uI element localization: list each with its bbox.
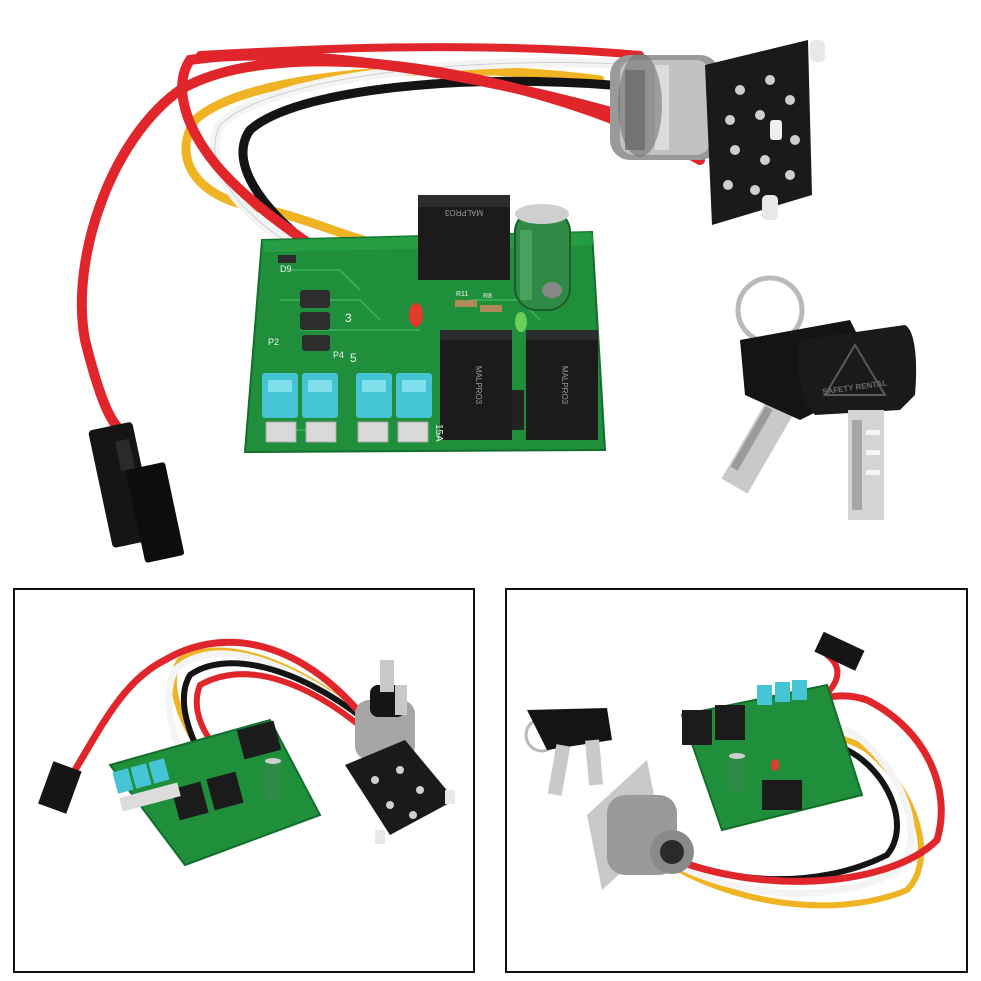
relay-right-label: MALPRO3	[560, 366, 569, 405]
red-wire-3	[196, 43, 644, 59]
pcb-label-r8: R8	[483, 293, 492, 300]
red-wire-2	[76, 56, 705, 435]
relay-left: MALPRO3	[440, 330, 512, 440]
wire-connector-plug-right	[814, 631, 865, 671]
angled-view-photo-right	[505, 588, 968, 973]
ignition-switch	[610, 40, 825, 225]
pcb-label-3: 3	[345, 311, 352, 325]
wire-harness	[76, 43, 705, 435]
pcb-label-p4: P4	[333, 350, 344, 360]
pcb-label-15a: 15A	[433, 424, 444, 442]
main-product-illustration: MALPRO3 MALPRO3 MALPRO3	[76, 40, 917, 563]
keys-left	[370, 660, 407, 717]
wire-connector-plug	[88, 422, 184, 563]
pcb-label-d9: D9	[280, 264, 292, 274]
relay-top-label: MALPRO3	[444, 208, 483, 217]
circuit-board-right	[680, 680, 864, 832]
relay-right: MALPRO3	[526, 330, 598, 440]
relay-left-label: MALPRO3	[474, 366, 483, 405]
pcb-label-r11: R11	[456, 291, 468, 298]
pcb-label-p2: P2	[268, 337, 279, 347]
ignition-switch-left	[345, 700, 455, 844]
angled-view-photo-left	[13, 588, 475, 973]
relay-top: MALPRO3	[418, 195, 510, 280]
wire-harness-left	[71, 638, 374, 784]
keys-right	[524, 708, 612, 796]
angled-view-illustration-right	[524, 631, 945, 909]
wire-connector-plug-left	[38, 761, 82, 814]
spade-terminals	[265, 421, 429, 443]
ignition-keys: SAFETY RENTAL	[721, 275, 917, 520]
ignition-switch-right	[587, 760, 694, 890]
control-circuit-board: MALPRO3 MALPRO3 MALPRO3	[243, 195, 607, 454]
circuit-board-left	[108, 718, 322, 867]
blade-fuses	[262, 373, 432, 418]
pcb-label-5: 5	[350, 351, 357, 365]
main-product-photo: MALPRO3 MALPRO3 MALPRO3	[76, 40, 917, 563]
angled-view-illustration-left	[38, 638, 455, 867]
